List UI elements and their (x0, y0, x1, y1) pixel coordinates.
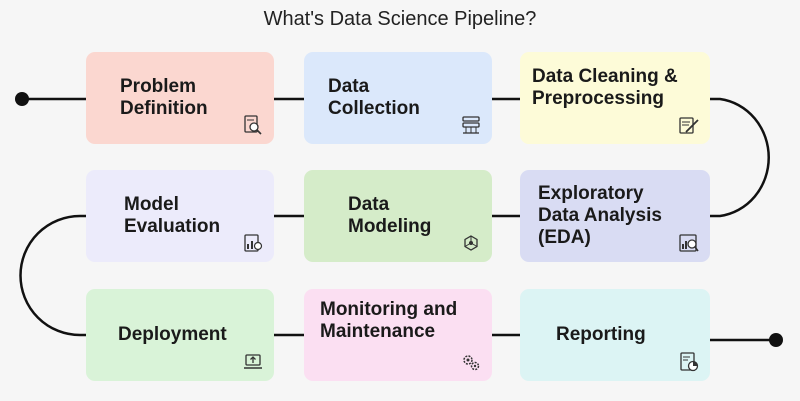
laptop-upload-icon (242, 351, 264, 373)
stage-data-cleaning: Data Cleaning & Preprocessing (520, 52, 710, 144)
stage-label: Monitoring and Maintenance (320, 299, 458, 342)
stage-deployment: Deployment (86, 289, 274, 381)
stage-reporting: Reporting (520, 289, 710, 381)
gears-icon (460, 351, 482, 373)
end-dot (769, 333, 783, 347)
stage-label: Data Modeling (348, 194, 432, 237)
report-pie-icon (678, 351, 700, 373)
stage-label: Problem Definition (120, 76, 208, 119)
stage-label: Model Evaluation (124, 194, 221, 237)
document-magnifier-icon (242, 114, 264, 136)
stage-monitoring: Monitoring and Maintenance (304, 289, 492, 381)
stage-label: Data Collection (328, 76, 420, 119)
stage-label: Exploratory Data Analysis (EDA) (538, 183, 662, 248)
stage-problem-definition: Problem Definition (86, 52, 274, 144)
document-pen-icon (678, 114, 700, 136)
analysis-chart-icon (678, 232, 700, 254)
evaluation-chart-icon (242, 232, 264, 254)
stage-label: Data Cleaning & Preprocessing (532, 66, 678, 109)
diagram-title: What's Data Science Pipeline? (263, 8, 537, 30)
stage-model-evaluation: Model Evaluation (86, 170, 274, 262)
stage-label: Deployment (118, 324, 227, 345)
database-icon (460, 114, 482, 136)
stage-data-modeling: Data Modeling (304, 170, 492, 262)
stage-label: Reporting (556, 324, 646, 345)
network-cube-icon (460, 232, 482, 254)
stage-data-collection: Data Collection (304, 52, 492, 144)
stage-eda: Exploratory Data Analysis (EDA) (520, 170, 710, 262)
